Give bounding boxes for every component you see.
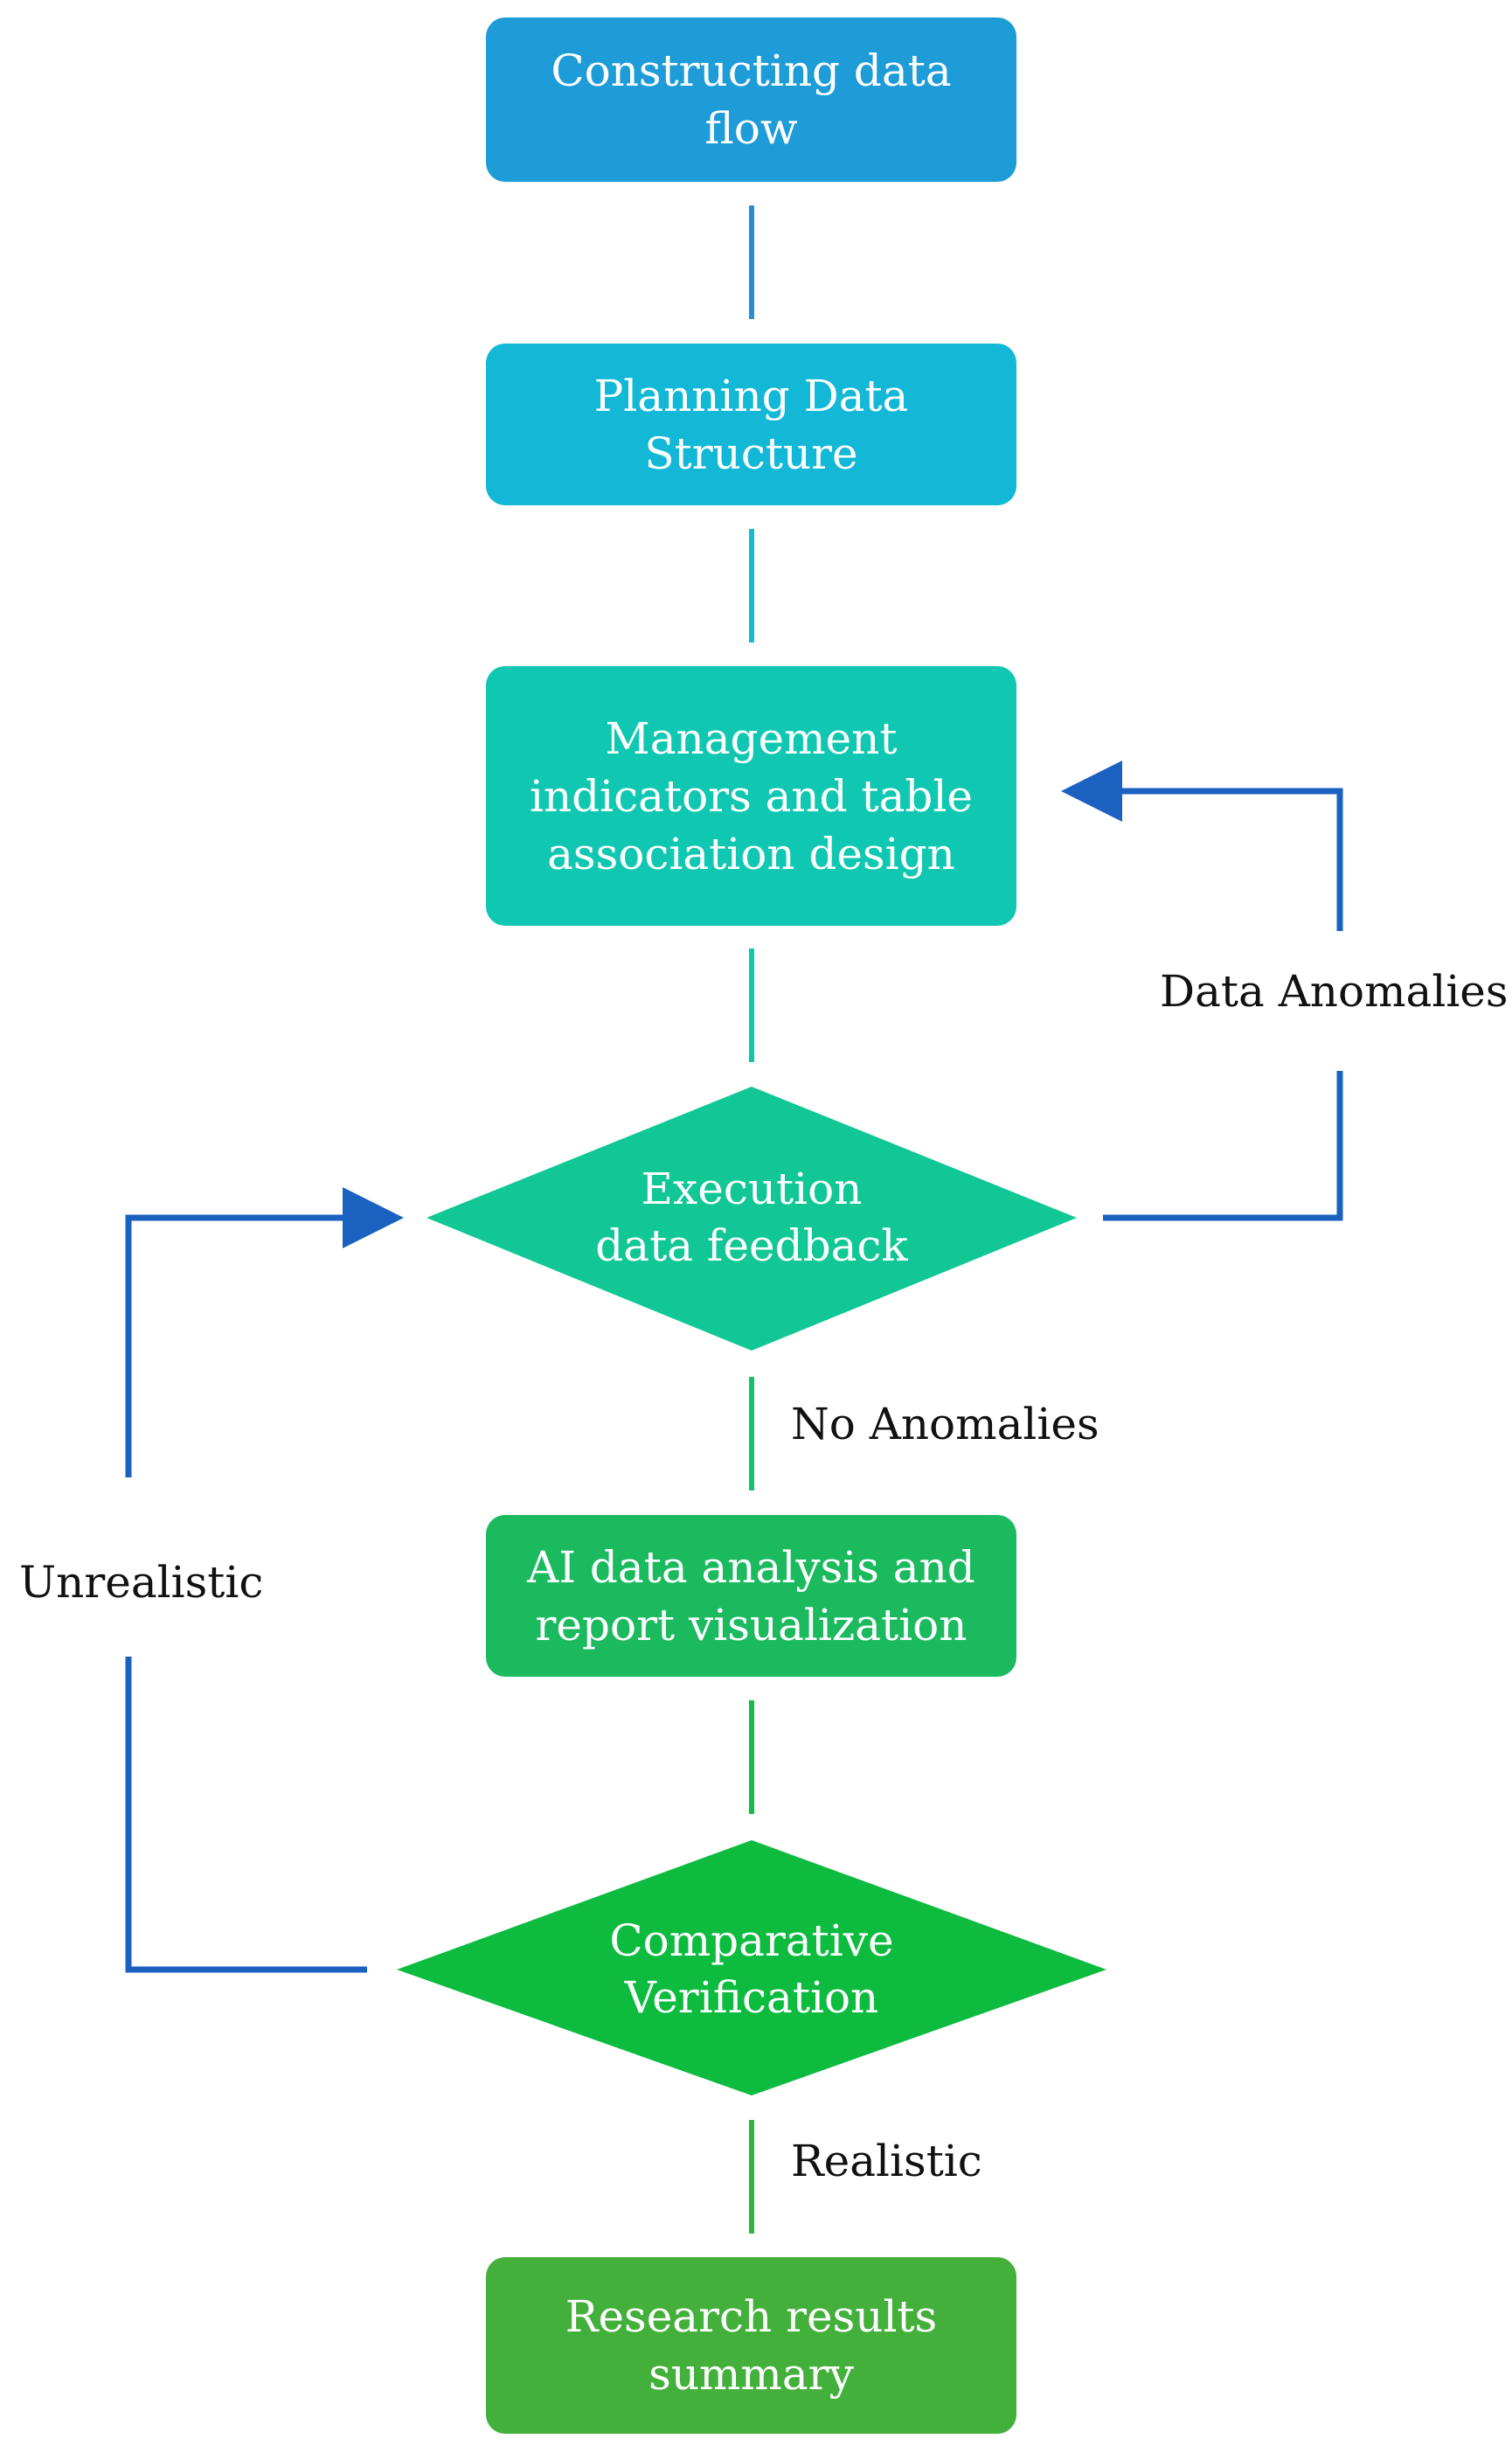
constructing-data-flow-label: Constructing data flow xyxy=(551,45,952,154)
research-results-summary-label: Research results summary xyxy=(565,2291,938,2400)
data-anomalies-arrow-lower xyxy=(1103,1071,1343,1221)
unrealistic-label: Unrealistic xyxy=(19,1557,264,1608)
constructing-data-flow-node: Constructing data flow xyxy=(486,17,1016,182)
data-anomalies-label: Data Anomalies xyxy=(1160,966,1509,1017)
planning-data-structure-label: Planning Data Structure xyxy=(593,370,909,479)
execution-data-feedback-label-box: Execution data feedback xyxy=(489,1136,1014,1299)
research-results-summary-node: Research results summary xyxy=(486,2257,1016,2434)
realistic-label: Realistic xyxy=(791,2136,982,2186)
execution-data-feedback-label: Execution data feedback xyxy=(595,1164,908,1271)
ai-data-analysis-label: AI data analysis and report visualizatio… xyxy=(527,1541,975,1650)
unrealistic-arrow-upper xyxy=(125,1187,404,1477)
unrealistic-arrow-lower xyxy=(125,1657,367,1973)
planning-data-structure-node: Planning Data Structure xyxy=(486,344,1016,505)
management-indicators-node: Management indicators and table associat… xyxy=(486,666,1016,926)
comparative-verification-label: Comparative Verification xyxy=(609,1915,894,2023)
execution-decision-diamond xyxy=(427,1087,1077,1351)
comparative-verification-label-box: Comparative Verification xyxy=(489,1888,1014,2051)
no-anomalies-label: No Anomalies xyxy=(791,1399,1099,1449)
ai-data-analysis-node: AI data analysis and report visualizatio… xyxy=(486,1515,1016,1677)
management-indicators-label: Management indicators and table associat… xyxy=(529,712,974,879)
comparative-decision-diamond xyxy=(397,1840,1106,2095)
data-anomalies-arrow-upper xyxy=(1061,761,1343,931)
